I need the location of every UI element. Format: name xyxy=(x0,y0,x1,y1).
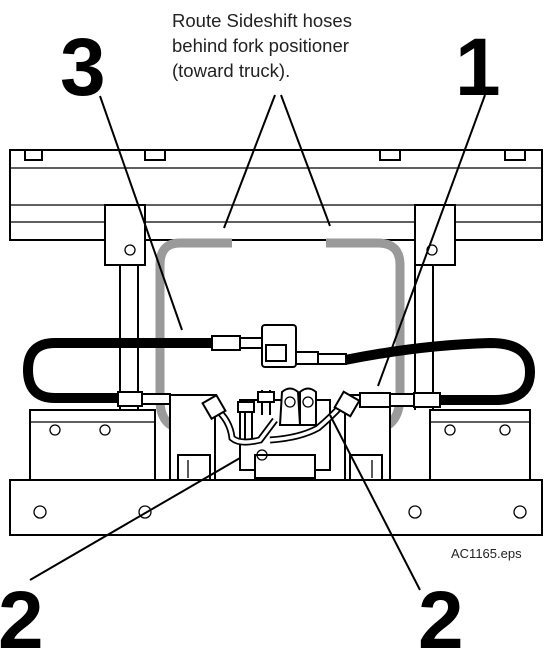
callout-2-left: 2 xyxy=(0,575,44,655)
leader-lines xyxy=(29,94,486,591)
right-fork-plate xyxy=(429,409,531,481)
left-fork-plate xyxy=(29,409,156,481)
callout-3: 3 xyxy=(60,22,106,113)
hose-fittings xyxy=(117,324,441,421)
sideshift-hose-right xyxy=(344,337,536,405)
center-manifold xyxy=(237,387,331,479)
carriage-bottom-bar xyxy=(9,479,543,536)
routing-note-line-3: (toward truck). xyxy=(172,60,290,81)
callout-2-right: 2 xyxy=(418,575,464,655)
fork-positioner-hose-left xyxy=(212,405,278,446)
callout-1: 1 xyxy=(455,22,501,113)
routing-note-line-2: behind fork positioner xyxy=(172,35,349,56)
fork-positioner-hose-right xyxy=(269,402,345,444)
right-bracket xyxy=(414,204,456,410)
left-cylinder-block xyxy=(169,394,216,481)
left-bracket xyxy=(104,204,146,410)
sideshift-hose-left xyxy=(22,338,240,403)
file-name-label: AC1165.eps xyxy=(451,546,522,561)
carriage-top-bar xyxy=(9,149,543,241)
routing-note-line-1: Route Sideshift hoses xyxy=(172,10,352,31)
